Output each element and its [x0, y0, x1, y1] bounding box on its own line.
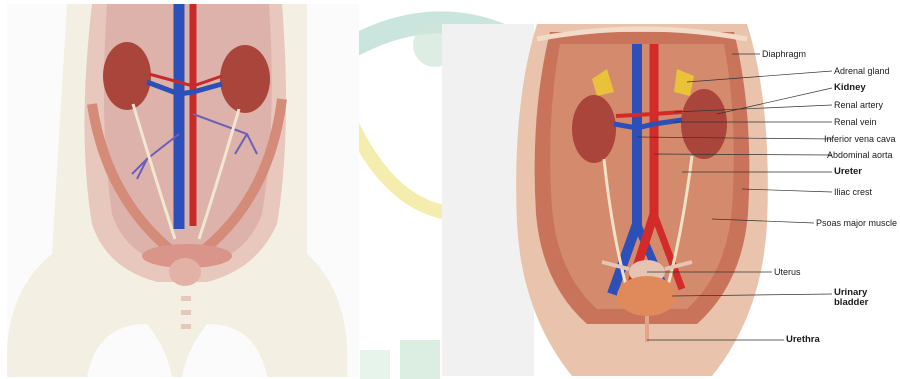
label-renal-artery: Renal artery [834, 100, 883, 110]
label-urinary-bladder: Urinary bladder [834, 288, 894, 308]
label-urethra: Urethra [786, 335, 820, 345]
label-iliac-crest: Iliac crest [834, 187, 872, 197]
label-renal-vein: Renal vein [834, 117, 877, 127]
label-uterus: Uterus [774, 267, 801, 277]
label-diaphragm: Diaphragm [762, 49, 806, 59]
label-inferior-vena-cava: Inferior vena cava [824, 134, 896, 144]
rat-dissection-illustration [7, 4, 359, 377]
human-urinary-illustration [442, 24, 900, 376]
label-kidney: Kidney [834, 83, 866, 93]
label-ureter: Ureter [834, 167, 862, 177]
human-anatomy-image: Diaphragm Adrenal gland Kidney Renal art… [442, 24, 900, 376]
label-adrenal-gland: Adrenal gland [834, 66, 890, 76]
label-abdominal-aorta: Abdominal aorta [827, 150, 893, 160]
label-psoas-major-muscle: Psoas major muscle [816, 218, 897, 228]
rat-dissection-image [7, 4, 359, 377]
